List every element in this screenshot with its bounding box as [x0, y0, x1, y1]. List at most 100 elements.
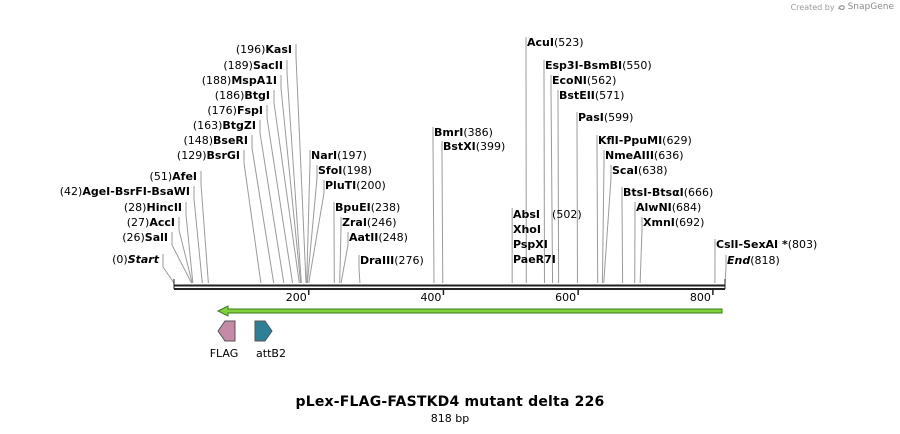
- enzyme-position: (523): [554, 36, 584, 49]
- enzyme-position: (562): [587, 74, 617, 87]
- enzyme-name: FspI: [237, 104, 263, 117]
- enzyme-label-sfoi: SfoI(198): [318, 164, 372, 177]
- enzyme-name: AatII: [349, 231, 378, 244]
- snapgene-credit: Created by SnapGene: [791, 2, 894, 12]
- enzyme-position: (803): [788, 238, 818, 251]
- enzyme-position: (638): [638, 164, 668, 177]
- credit-prefix: Created by: [790, 2, 835, 12]
- enzyme-position: (571): [595, 89, 625, 102]
- enzyme-separator: -: [738, 238, 743, 251]
- leader-line: [557, 90, 560, 284]
- enzyme-name: DraIII: [360, 254, 394, 267]
- enzyme-name: SalI: [145, 231, 168, 244]
- leader-line: [306, 150, 311, 284]
- leader-line: [171, 232, 192, 284]
- enzyme-label-agei: (42)AgeI - BsrFI - BsaWI: [60, 185, 190, 198]
- enzyme-position: (238): [371, 201, 401, 214]
- enzyme-name: BtsI: [623, 186, 647, 199]
- enzyme-name: BmrI: [434, 126, 463, 139]
- leader-line: [596, 135, 599, 284]
- feature-flag[interactable]: FLAG: [210, 320, 239, 360]
- enzyme-label-esp3i: Esp3I - BsmBI(550): [545, 59, 652, 72]
- enzyme-label-pasi: PasI(599): [578, 111, 633, 124]
- enzyme-label-mspa1i: (188)MspA1I: [202, 74, 277, 87]
- enzyme-label-start: (0)Start: [112, 253, 160, 266]
- enzyme-label-nmeaiii: NmeAIII(636): [605, 149, 684, 162]
- leader-line: [724, 255, 727, 284]
- leader-line: [339, 217, 342, 284]
- leader-line: [193, 186, 203, 284]
- enzyme-label-bstxi: BstXI(399): [443, 140, 505, 153]
- leader-line: [358, 255, 361, 284]
- enzyme-name: AlwNI: [636, 201, 672, 214]
- feature-arrow-forward[interactable]: [254, 320, 273, 342]
- enzyme-position: (0): [112, 253, 128, 266]
- enzyme-label-alwni: AlwNI(684): [636, 201, 701, 214]
- enzyme-label-sacii: (189)SacII: [223, 59, 283, 72]
- enzyme-position: (196): [236, 43, 266, 56]
- snapgene-logo-icon: [837, 3, 846, 12]
- ruler-tick-label: 800: [690, 291, 711, 304]
- enzyme-position: (248): [378, 231, 408, 244]
- feature-label: attB2: [256, 347, 286, 360]
- enzyme-name: NmeAIII: [605, 149, 654, 162]
- leader-line: [162, 254, 175, 284]
- enzyme-label-acui: AcuI(523): [527, 36, 584, 49]
- enzyme-name: BseRI: [213, 134, 248, 147]
- enzyme-label-btgi: (186)BtgI: [215, 89, 270, 102]
- enzyme-position: (26): [122, 231, 145, 244]
- enzyme-separator: -: [147, 185, 152, 198]
- enzyme-name: NarI: [311, 149, 337, 162]
- enzyme-separator: -: [110, 185, 115, 198]
- enzyme-label-xmni: XmnI(692): [643, 216, 704, 229]
- feature-attb2[interactable]: attB2: [254, 320, 286, 360]
- enzyme-label-acci: (27)AccI: [127, 216, 175, 229]
- linear-map-svg: (0)Start(26)SalI(27)AccI(28)HincII(42)Ag…: [60, 36, 818, 360]
- feature-arrow-reverse[interactable]: [217, 320, 236, 342]
- enzyme-name: SacII: [253, 59, 283, 72]
- enzyme-position: (42): [60, 185, 83, 198]
- enzyme-name: SfoI: [318, 164, 342, 177]
- enzyme-label-aatii: AatII(248): [349, 231, 408, 244]
- enzyme-name: XmnI: [643, 216, 675, 229]
- leader-line: [243, 150, 262, 284]
- enzyme-name: AfeI: [172, 170, 197, 183]
- enzyme-label-zrai: ZraI(246): [342, 216, 397, 229]
- orf-arrow[interactable]: [216, 305, 723, 317]
- leader-line: [340, 232, 349, 284]
- enzyme-name: PaeR7I: [513, 253, 556, 266]
- enzyme-name: BsrGI: [207, 149, 240, 162]
- enzyme-label-kfli: KflI - PpuMI(629): [598, 134, 692, 147]
- enzyme-name: BstEII: [559, 89, 595, 102]
- leader-line: [251, 135, 275, 284]
- enzyme-name: BtgZI: [222, 119, 256, 132]
- enzyme-position: (399): [476, 140, 506, 153]
- enzyme-separator: -: [579, 59, 584, 72]
- enzyme-position: (163): [193, 119, 223, 132]
- leader-line: [621, 187, 624, 284]
- enzyme-label-fspi: (176)FspI: [207, 104, 263, 117]
- enzyme-name: CslI: [716, 238, 738, 251]
- enzyme-position: (198): [342, 164, 372, 177]
- ruler-tick-label: 600: [555, 291, 576, 304]
- features[interactable]: FLAG attB2: [210, 320, 286, 360]
- enzyme-position: (818): [750, 254, 780, 267]
- enzyme-name: ZraI: [342, 216, 367, 229]
- enzyme-position: (186): [215, 89, 245, 102]
- orf-arrow-shape[interactable]: [216, 305, 723, 317]
- enzyme-position: (188): [202, 74, 232, 87]
- enzyme-name: AcuI: [527, 36, 554, 49]
- leader-line: [286, 60, 302, 284]
- leader-lines: [162, 37, 727, 284]
- enzyme-label-csli: CslI - SexAI *(803): [716, 238, 817, 251]
- leader-line: [280, 75, 302, 284]
- enzyme-label-scai: ScaI(638): [612, 164, 668, 177]
- enzyme-position: (502): [552, 208, 582, 221]
- ruler-tick-label: 400: [420, 291, 441, 304]
- enzyme-name: PasI: [578, 111, 604, 124]
- enzyme-label-btgzi: (163)BtgZI: [193, 119, 256, 132]
- enzyme-name: XhoI: [513, 223, 541, 236]
- ruler-tick-label: 200: [286, 291, 307, 304]
